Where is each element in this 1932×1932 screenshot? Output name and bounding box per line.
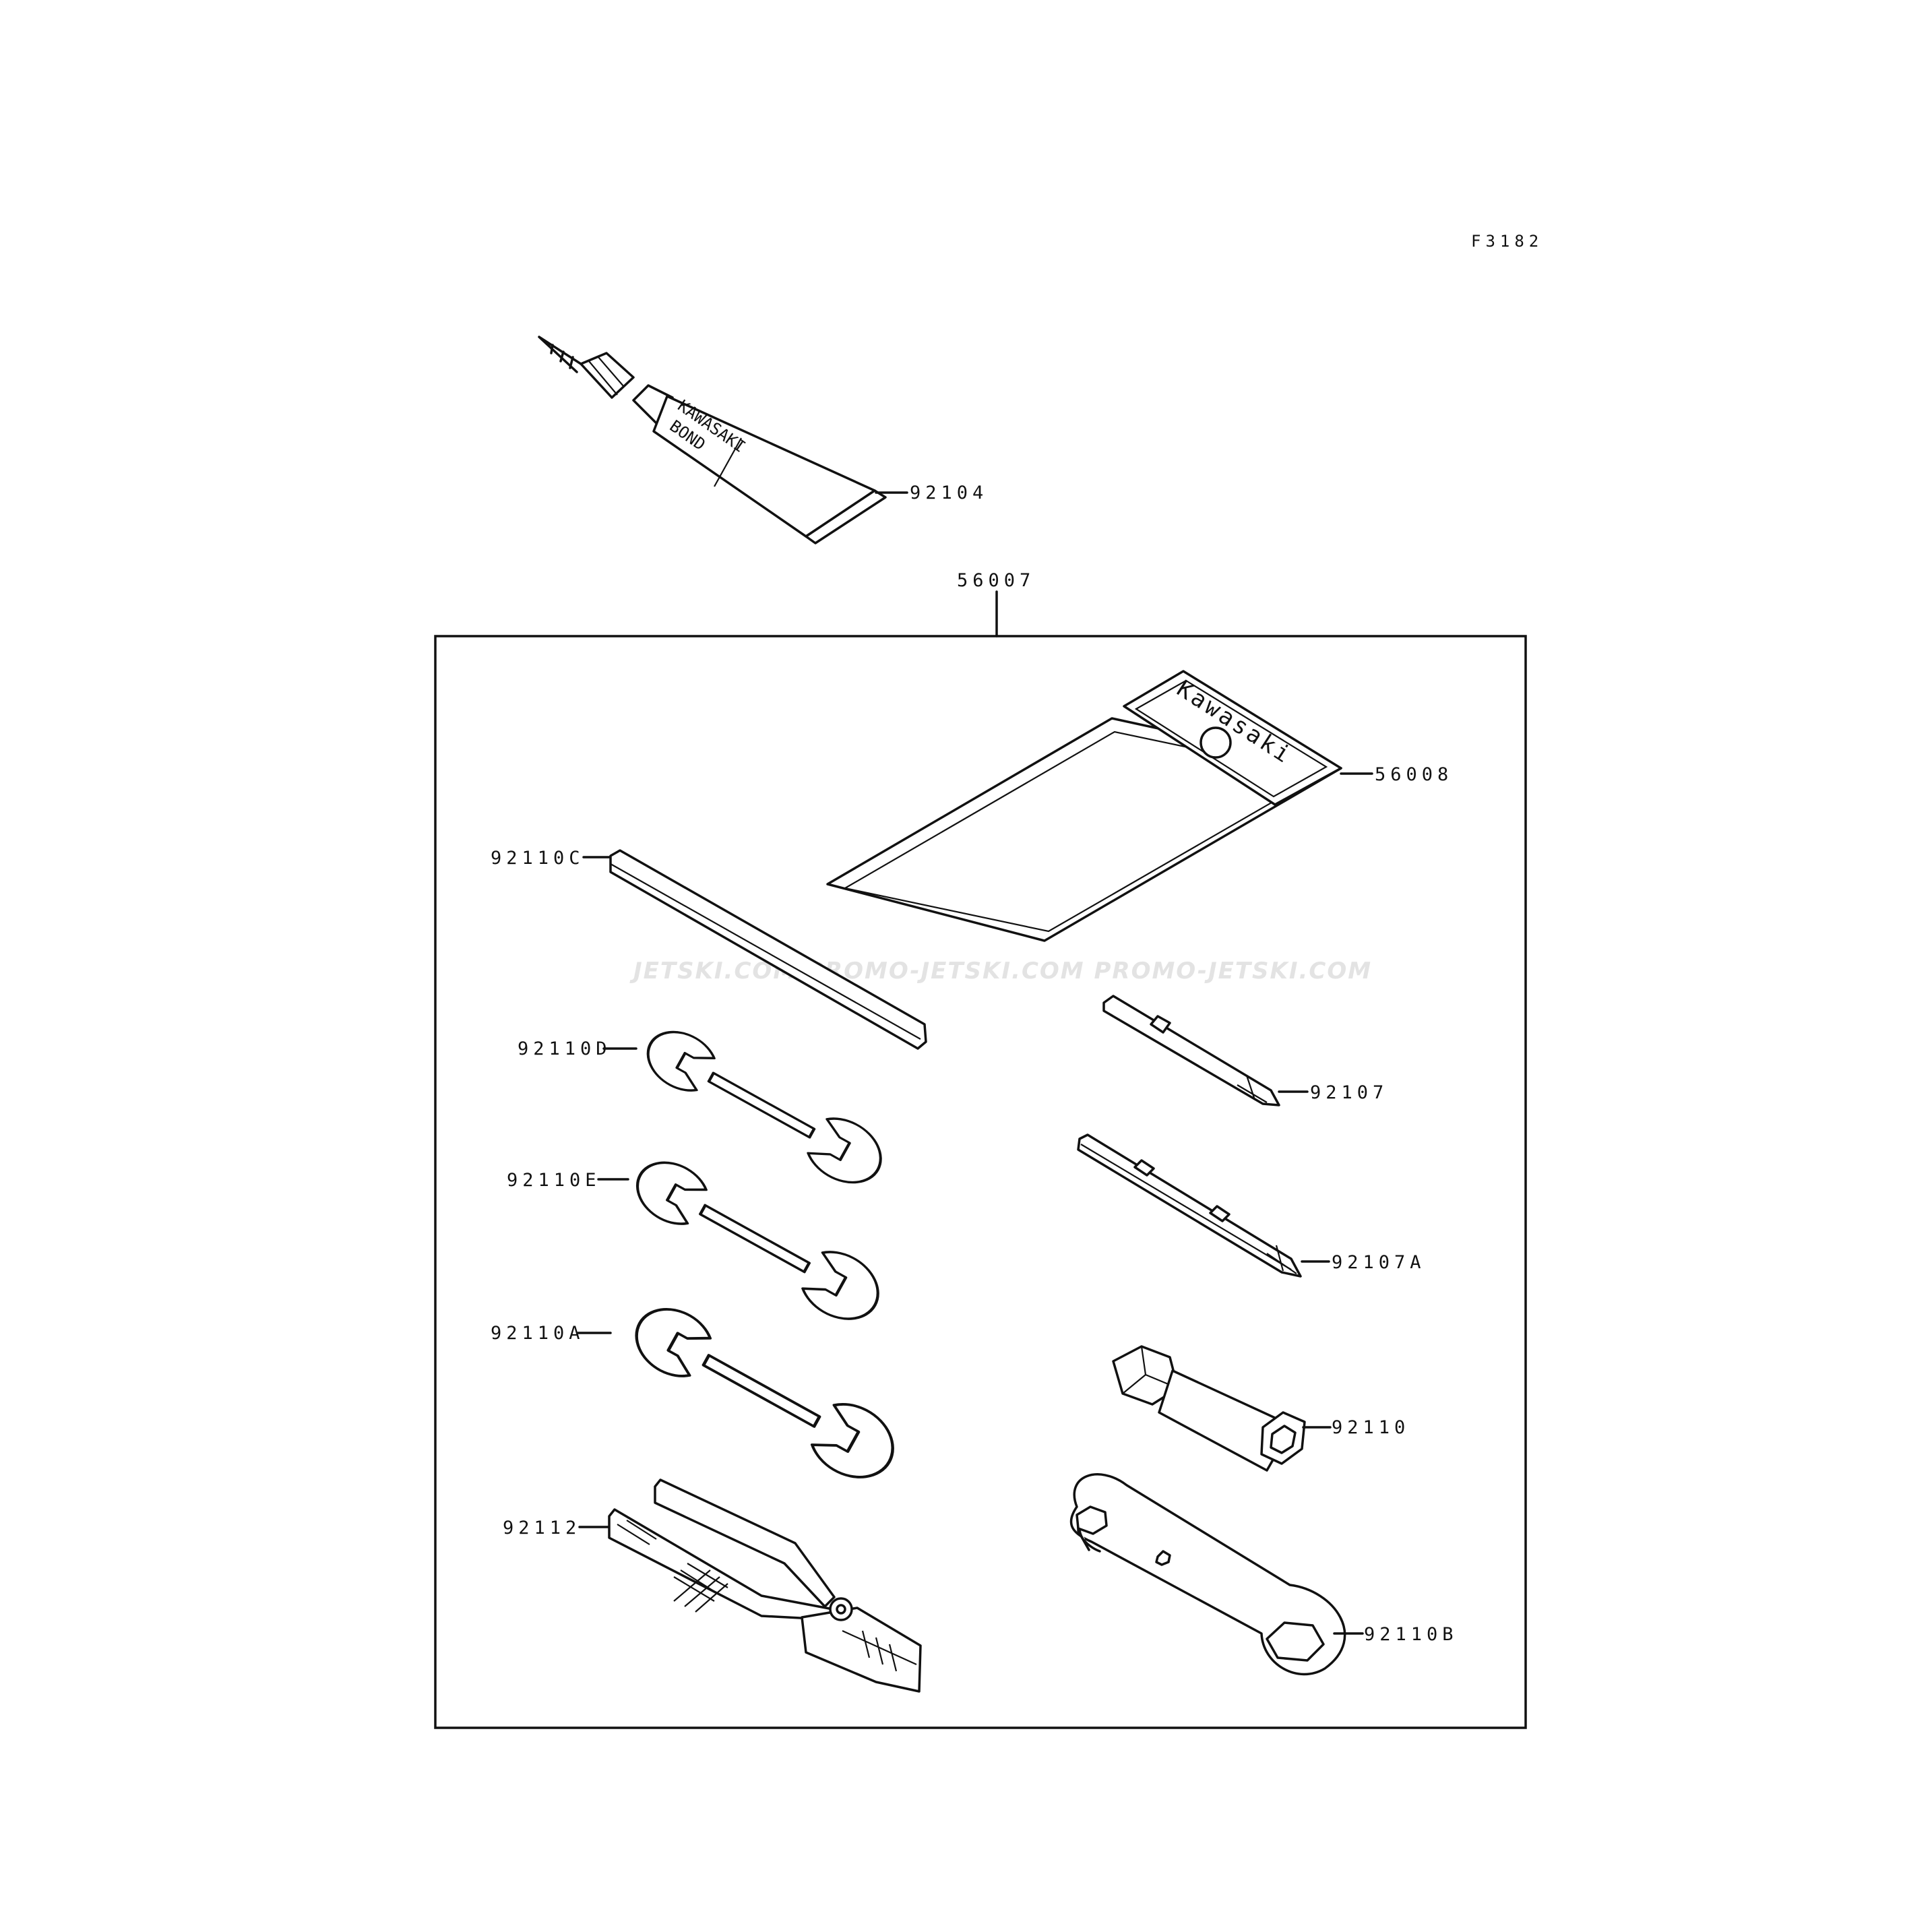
pliers-icon [608, 1478, 922, 1693]
watermark-text: JETSKI.COM PROMO-JETSKI.COM PROMO-JETSKI… [629, 958, 1372, 985]
part-label-92107: 92107 [1310, 1082, 1388, 1103]
tool-pouch-icon: Kawasaki [826, 670, 1342, 942]
part-label-56007: 56007 [957, 570, 1035, 591]
part-label-92110C: 92110C [491, 848, 585, 869]
part-label-92110D: 92110D [518, 1038, 612, 1059]
hex-bar-icon [609, 849, 927, 1050]
tool-kit-frame [434, 635, 1527, 1729]
screwdriver-92107-icon [1102, 995, 1280, 1107]
figure-code: F3182 [1471, 232, 1543, 251]
screwdriver-92107A-icon [1077, 1133, 1302, 1278]
part-label-92107A: 92107A [1332, 1252, 1426, 1273]
part-label-92110B: 92110B [1364, 1624, 1458, 1645]
ring-spanner-icon [1069, 1473, 1346, 1676]
part-label-92110: 92110 [1332, 1417, 1410, 1438]
part-label-92112: 92112 [503, 1518, 581, 1538]
part-label-56008: 56008 [1375, 764, 1453, 785]
part-label-92110A: 92110A [491, 1323, 585, 1344]
bond-tube-icon: KAWASAKI BOND [538, 336, 887, 544]
part-label-92110E: 92110E [507, 1170, 601, 1191]
part-label-92104: 92104 [910, 482, 988, 503]
plug-wrench-icon [1112, 1345, 1306, 1472]
wrench-92110A-icon [623, 1294, 906, 1491]
